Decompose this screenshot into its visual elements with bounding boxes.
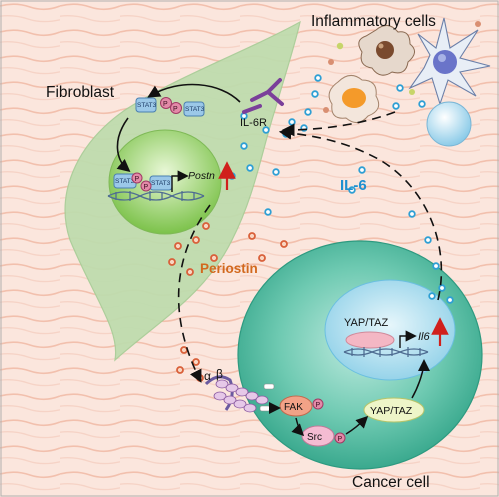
phospho-label: P [163, 101, 168, 108]
fibroblast-dna-icon [107, 191, 205, 201]
stat3-label: STAT3 [137, 102, 157, 109]
fak-node: FAK P [279, 395, 324, 417]
il6r-receptor-icon [242, 78, 284, 114]
stat3-label: STAT3 [185, 106, 205, 113]
inflammatory-cells-label: Inflammatory cells [311, 13, 436, 30]
periostin-secretion-arrow [177, 204, 211, 383]
il6-dots [228, 74, 454, 304]
phospho-label: P [144, 184, 149, 191]
fibroblast-signaling-arrows [116, 83, 241, 173]
cancer-signaling-arrows [269, 359, 430, 437]
periostin-dots [168, 222, 288, 382]
integrin-beta-label: β [216, 367, 223, 381]
fak-label: FAK [284, 402, 303, 413]
stat3-dimer-cytoplasm: STAT3 STAT3 P P [135, 97, 205, 117]
integrin-receptor-icon [204, 375, 275, 413]
yap-taz-cytoplasm-node: YAP/TAZ [363, 397, 425, 423]
pathway-arrows [177, 111, 443, 383]
inflammatory-cells-group [328, 17, 491, 147]
lymphocyte-cell-icon [426, 101, 472, 147]
il6-from-cancer-arrow [278, 126, 443, 301]
phospho-label: P [316, 402, 321, 409]
il6-label: IL-6 [340, 177, 367, 194]
phospho-label: P [338, 436, 343, 443]
il6r-label: IL-6R [240, 117, 267, 129]
yap-taz-complex [345, 331, 395, 349]
stat3-label: STAT3 [115, 178, 135, 185]
src-node: Src P [301, 425, 346, 447]
phospho-label: P [173, 106, 178, 113]
stat3-dimer-nucleus: STAT3 STAT3 P P [113, 172, 173, 192]
integrin-alpha-label: α [204, 369, 211, 383]
cancer-dna-icon [343, 347, 429, 357]
il6-gene-label: Il6 [418, 331, 431, 343]
cytokine-dots [323, 21, 481, 113]
stat3-label: STAT3 [151, 180, 171, 187]
yap-taz-cytoplasm-label: YAP/TAZ [370, 405, 413, 417]
yap-taz-nuclear-label: YAP/TAZ [344, 317, 388, 329]
cancer-cell-label: Cancer cell [352, 474, 430, 491]
phospho-label: P [135, 176, 140, 183]
src-label: Src [307, 432, 322, 443]
fibroblast-label: Fibroblast [46, 84, 115, 101]
postn-gene-label: Postn [188, 170, 215, 182]
periostin-label: Periostin [200, 261, 258, 276]
